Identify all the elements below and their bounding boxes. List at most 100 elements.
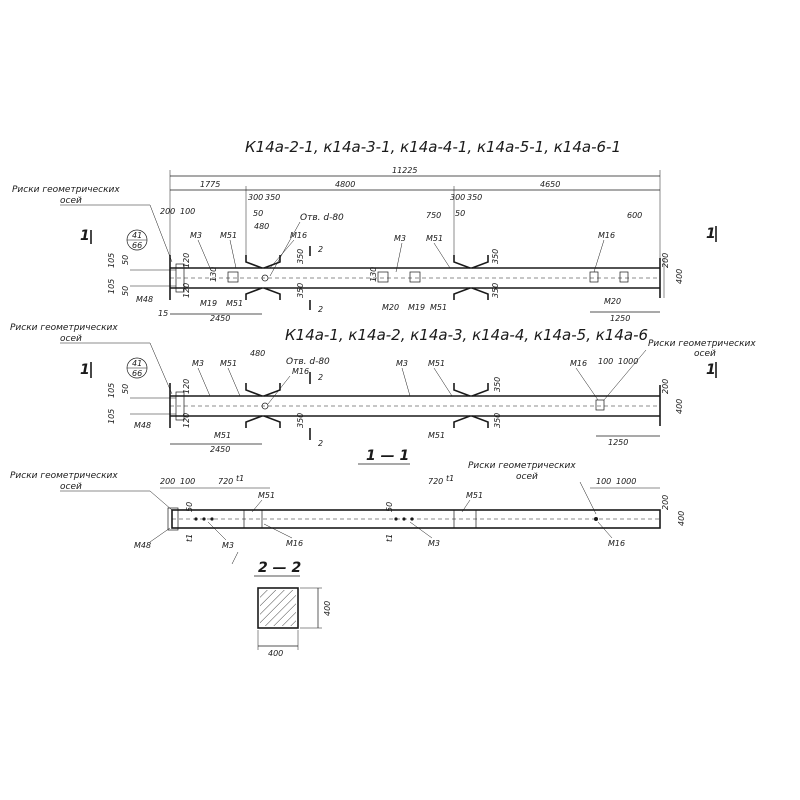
note-risk-mid-l1: Риски геометрических: [10, 323, 118, 333]
embed-m20b: [619, 271, 629, 283]
callout-num: 41: [132, 231, 142, 240]
label-m19b: М19: [408, 303, 425, 312]
dim-4650: 4650: [540, 180, 560, 189]
label-m19: М19: [200, 299, 217, 308]
leader: [227, 367, 241, 397]
label-m3: М3: [190, 231, 202, 240]
dim-100: 100: [180, 477, 195, 486]
dot: [194, 517, 198, 521]
haunch: [471, 383, 489, 397]
label-m51d: М51: [428, 431, 445, 440]
haunch: [245, 383, 263, 397]
dim-350-v1: 350: [296, 249, 305, 264]
label-m3b: М3: [396, 359, 408, 368]
title-section-1-1: 1 — 1: [366, 448, 409, 464]
label-m3: М3: [192, 359, 204, 368]
dim-720: 720: [218, 477, 233, 486]
note-hole-top: Отв. d-80: [300, 213, 344, 223]
note-risk-mid-r2: осей: [694, 349, 716, 359]
callout-num: 41: [132, 359, 142, 368]
leader: [197, 239, 211, 269]
label-m16b: М16: [570, 359, 587, 368]
section-mark-left: 1: [80, 228, 90, 244]
dim-4800: 4800: [335, 180, 355, 189]
label-m3: М3: [222, 541, 234, 550]
haunch: [263, 383, 281, 397]
cut-mark-top: 2: [318, 245, 323, 254]
dim-100: 100: [598, 357, 613, 366]
cut-mark-bottom: 2: [318, 439, 323, 448]
dim-50-l2: 50: [121, 286, 130, 296]
section-mark-left: 1: [80, 362, 90, 378]
leader: [197, 367, 211, 397]
dim-130b: 130: [369, 267, 378, 282]
dim-50: 50: [121, 384, 130, 394]
leader: [149, 527, 171, 543]
dot: [410, 517, 414, 521]
note-risk-top-2: осей: [60, 196, 82, 206]
note-risk-mid-l2: осей: [60, 334, 82, 344]
cut-mark-bottom: 2: [318, 305, 323, 314]
dim-350-v3: 350: [296, 413, 305, 428]
dim-400-v: 400: [677, 511, 686, 526]
label-m48: М48: [136, 295, 153, 304]
label-m51: М51: [258, 491, 275, 500]
haunch: [453, 415, 471, 428]
leader: [433, 367, 453, 397]
view-top: К14а-2-1, к14а-3-1, к14а-4-1, к14а-5-1, …: [12, 138, 717, 323]
haunch-left-bottom: [245, 287, 263, 300]
t1-a: t1: [236, 474, 244, 483]
dim-480: 480: [254, 222, 269, 231]
label-m51: М51: [220, 231, 237, 240]
dot: [594, 517, 598, 521]
note-hole-mid: Отв. d-80: [286, 357, 330, 367]
view-section-1-1: 1 — 1 200 100 720 t1 720 t1 100 1000 200…: [10, 448, 686, 565]
leader: [207, 521, 227, 541]
label-m16: М16: [290, 231, 307, 240]
section-hatch: [260, 590, 296, 626]
leader: [149, 490, 173, 511]
haunch-left-bottom-r: [263, 287, 281, 300]
cut-mark-top: 2: [318, 373, 323, 382]
dim-300: 300: [248, 193, 263, 202]
leader: [579, 481, 597, 515]
leader: [267, 375, 291, 405]
leader: [229, 239, 237, 269]
dim-200-v: 200: [661, 495, 670, 510]
note-risk-sec-l1: Риски геометрических: [10, 471, 118, 481]
leader: [395, 242, 403, 273]
title-top: К14а-2-1, к14а-3-1, к14а-4-1, к14а-5-1, …: [245, 138, 621, 156]
dim-total: 11225: [392, 166, 417, 175]
dim-350-v4: 350: [491, 283, 500, 298]
dim-1250: 1250: [610, 314, 630, 323]
dim-2450: 2450: [210, 445, 230, 454]
dim-480: 480: [250, 349, 265, 358]
dim-15: 15: [158, 309, 168, 318]
hole-circle: [261, 402, 269, 410]
dim-1775: 1775: [200, 180, 220, 189]
dim-200: 200: [160, 207, 175, 216]
dot: [210, 517, 214, 521]
leader: [263, 523, 293, 539]
dim-100b: 100: [596, 477, 611, 486]
dot: [202, 517, 206, 521]
label-m51c: М51: [214, 431, 231, 440]
haunch-left-top-r: [263, 255, 281, 269]
haunch: [263, 415, 281, 428]
callout-sheet: 66: [132, 241, 142, 250]
embed-m20: [377, 271, 389, 283]
section-mark-right: 1: [706, 226, 716, 242]
hole-circle: [261, 274, 269, 282]
label-m51b: М51: [426, 234, 443, 243]
label-m3b: М3: [428, 539, 440, 548]
note-risk-sec-r2: осей: [516, 472, 538, 482]
note-risk-top-1: Риски геометрических: [12, 185, 120, 195]
haunch: [453, 383, 471, 397]
dim-120: 120: [182, 253, 191, 268]
leader: [149, 342, 173, 395]
dim-350b: 350: [467, 193, 482, 202]
leader: [231, 551, 239, 565]
leader: [603, 349, 647, 401]
callout-sheet: 66: [132, 369, 142, 378]
